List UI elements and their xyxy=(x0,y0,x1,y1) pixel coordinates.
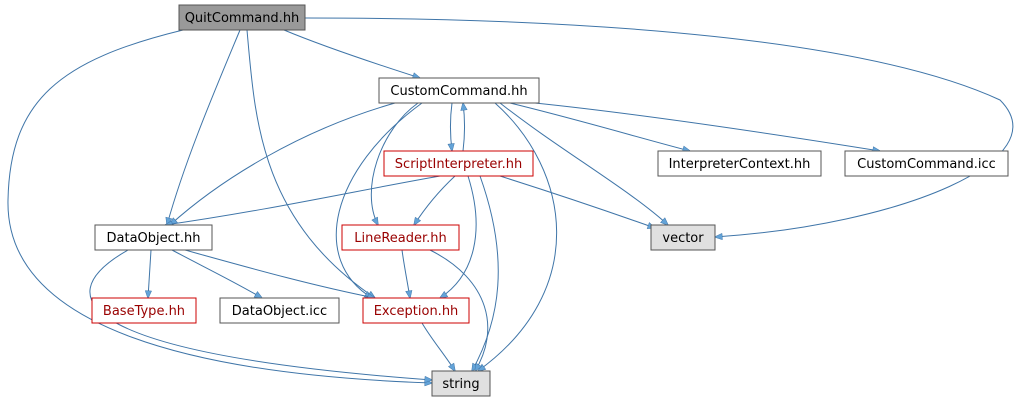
node-label: DataObject.icc xyxy=(232,304,327,319)
edge-scriptinterpreter-to-dataobject xyxy=(163,175,441,228)
edge-customcommand-to-dataobject xyxy=(168,102,396,226)
node-box xyxy=(378,77,540,104)
edge-quitcommand-to-dataobject xyxy=(165,29,241,227)
edge-dataobject-to-string xyxy=(89,249,434,384)
node-box xyxy=(431,370,491,397)
node-label: CustomCommand.hh xyxy=(390,84,527,99)
edge-quitcommand-to-customcommand xyxy=(283,29,422,80)
node-label: DataObject.hh xyxy=(107,231,201,246)
edge-scriptinterpreter-to-customcommand xyxy=(460,101,468,152)
edge-customcommand-to-exception xyxy=(335,102,423,299)
node-scriptinterpreter[interactable]: ScriptInterpreter.hh xyxy=(383,150,534,177)
edge-customcommand-to-linereader xyxy=(370,102,419,227)
edge-dataobject-to-exception xyxy=(184,249,377,301)
node-box xyxy=(91,297,197,324)
node-box xyxy=(219,297,340,324)
edge-customcommand-to-interpretercontext xyxy=(509,102,692,153)
edge-customcommand-to-vector xyxy=(499,102,670,226)
node-label: vector xyxy=(662,231,704,246)
edge-dataobject-to-dataobjecticc xyxy=(171,249,264,299)
edge-quitcommand-to-exception xyxy=(246,29,377,299)
edge-customcommand-to-scriptinterpreter xyxy=(447,102,455,153)
node-box xyxy=(657,150,822,177)
edge-exception-to-string xyxy=(421,322,456,373)
node-box xyxy=(383,150,534,177)
edge-customcommand-to-string xyxy=(476,102,557,372)
node-dataobjecticc[interactable]: DataObject.icc xyxy=(219,297,340,324)
edge-customcommand-to-customcommandicc xyxy=(534,102,882,154)
node-box xyxy=(844,150,1009,177)
node-label: BaseType.hh xyxy=(103,304,185,319)
edge-dataobject-to-basetype xyxy=(144,249,152,300)
node-customcommand[interactable]: CustomCommand.hh xyxy=(378,77,540,104)
node-linereader[interactable]: LineReader.hh xyxy=(341,224,460,251)
edge-scriptinterpreter-to-string xyxy=(471,175,499,373)
edge-linereader-to-string xyxy=(429,249,489,373)
node-label: Exception.hh xyxy=(374,304,459,319)
dependency-edges xyxy=(7,17,1014,387)
edge-quitcommand-to-vector xyxy=(304,17,1014,241)
node-label: string xyxy=(442,377,479,392)
edge-linereader-to-exception xyxy=(401,249,413,300)
node-label: InterpreterContext.hh xyxy=(669,157,811,172)
node-basetype[interactable]: BaseType.hh xyxy=(91,297,197,324)
node-label: LineReader.hh xyxy=(354,231,447,246)
node-label: ScriptInterpreter.hh xyxy=(395,157,522,172)
node-label: CustomCommand.icc xyxy=(857,157,996,172)
node-interpretercontext[interactable]: InterpreterContext.hh xyxy=(657,150,822,177)
node-string[interactable]: string xyxy=(431,370,491,397)
edge-scriptinterpreter-to-vector xyxy=(499,175,657,229)
node-label: QuitCommand.hh xyxy=(185,11,300,26)
node-vector[interactable]: vector xyxy=(650,224,716,251)
node-customcommandicc[interactable]: CustomCommand.icc xyxy=(844,150,1009,177)
edge-scriptinterpreter-to-linereader xyxy=(413,175,456,227)
node-box xyxy=(341,224,460,251)
edge-scriptinterpreter-to-exception xyxy=(438,175,477,299)
node-box xyxy=(362,297,470,324)
node-box xyxy=(178,4,306,31)
edge-quitcommand-to-string xyxy=(7,29,434,387)
file-nodes: QuitCommand.hhCustomCommand.hhScriptInte… xyxy=(91,4,1009,397)
node-exception[interactable]: Exception.hh xyxy=(362,297,470,324)
node-quitcommand[interactable]: QuitCommand.hh xyxy=(178,4,306,31)
node-dataobject[interactable]: DataObject.hh xyxy=(94,224,213,251)
node-box xyxy=(94,224,213,251)
node-box xyxy=(650,224,716,251)
